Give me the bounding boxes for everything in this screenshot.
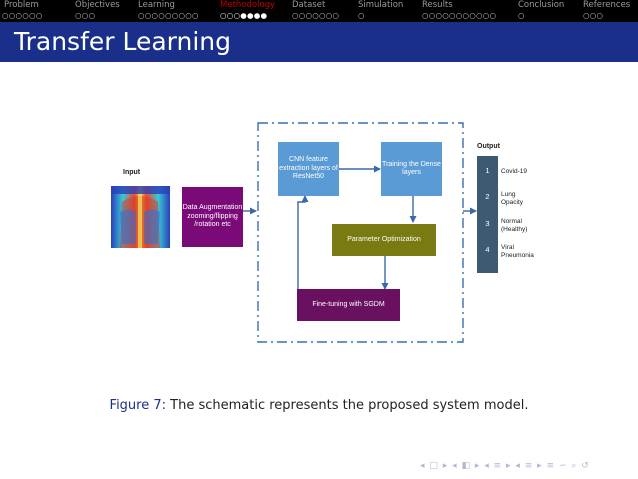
arrow-finetune-to-cnn [297,195,309,290]
data-augmentation-box: Data Augmentation zooming/flipping /rota… [182,187,243,247]
parameter-optimization-box: Parameter Optimization [332,224,436,256]
chest-xray-image [111,186,170,248]
nav-section-references[interactable]: References [583,0,631,10]
fine-tuning-sgdm-box: Fine-tuning with SGDM [297,289,400,321]
nav-dots-problem[interactable]: ○○○○○○ [2,11,43,20]
output-number-4: 4 [485,244,490,254]
figure-number: Figure 7: [109,398,167,413]
output-number-1: 1 [485,165,490,175]
output-class-lung-opacity: Lung Opacity [501,191,524,206]
output-number-3: 3 [485,218,490,228]
nav-section-conclusion[interactable]: Conclusion [518,0,565,10]
nav-section-methodology[interactable]: Methodology [220,0,276,10]
output-class-viral-pneumonia: Viral Pneumonia [501,244,534,259]
figure-caption: Figure 7: The schematic represents the p… [0,398,638,413]
nav-section-learning[interactable]: Learning [138,0,175,10]
output-class-covid19: Covid-19 [501,168,528,175]
slide-title: Transfer Learning [14,27,232,56]
section-navigation-bar: Problem ○○○○○○ Objectives ○○○ Learning ○… [0,0,638,22]
system-model-figure: Input Data Augmentation zooming/flipping… [0,62,638,392]
nav-dots-simulation[interactable]: ○ [358,11,365,20]
title-bar [0,22,638,62]
output-column [477,156,498,273]
nav-dots-methodology[interactable]: ○○○●●●● [220,11,268,20]
nav-section-simulation[interactable]: Simulation [358,0,404,10]
output-number-2: 2 [485,191,490,201]
cnn-feature-extraction-box: CNN feature extraction layers of ResNet5… [278,142,339,196]
nav-dots-dataset[interactable]: ○○○○○○○ [292,11,340,20]
nav-dots-learning[interactable]: ○○○○○○○○○ [138,11,199,20]
caption-text: The schematic represents the proposed sy… [170,398,529,413]
dense-layers-training-box: Training the Dense layers [381,142,442,196]
dashed-frame [257,122,464,343]
nav-dots-results[interactable]: ○○○○○○○○○○○ [422,11,497,20]
nav-dots-references[interactable]: ○○○ [583,11,604,20]
diagram-canvas [111,122,477,343]
nav-section-results[interactable]: Results [422,0,453,10]
nav-section-dataset[interactable]: Dataset [292,0,326,10]
nav-section-problem[interactable]: Problem [4,0,39,10]
nav-dots-objectives[interactable]: ○○○ [75,11,96,20]
output-class-normal: Normal (Healthy) [501,218,528,233]
beamer-navigation-symbols[interactable]: ◂ □ ▸ ◂ ◧ ▸ ◂ ≡ ▸ ◂ ≡ ▸ ≡ ∽ ⌕ ↺ [420,461,590,471]
output-label: Output [477,143,500,150]
input-label: Input [123,169,141,176]
nav-dots-conclusion[interactable]: ○ [518,11,525,20]
nav-section-objectives[interactable]: Objectives [75,0,120,10]
